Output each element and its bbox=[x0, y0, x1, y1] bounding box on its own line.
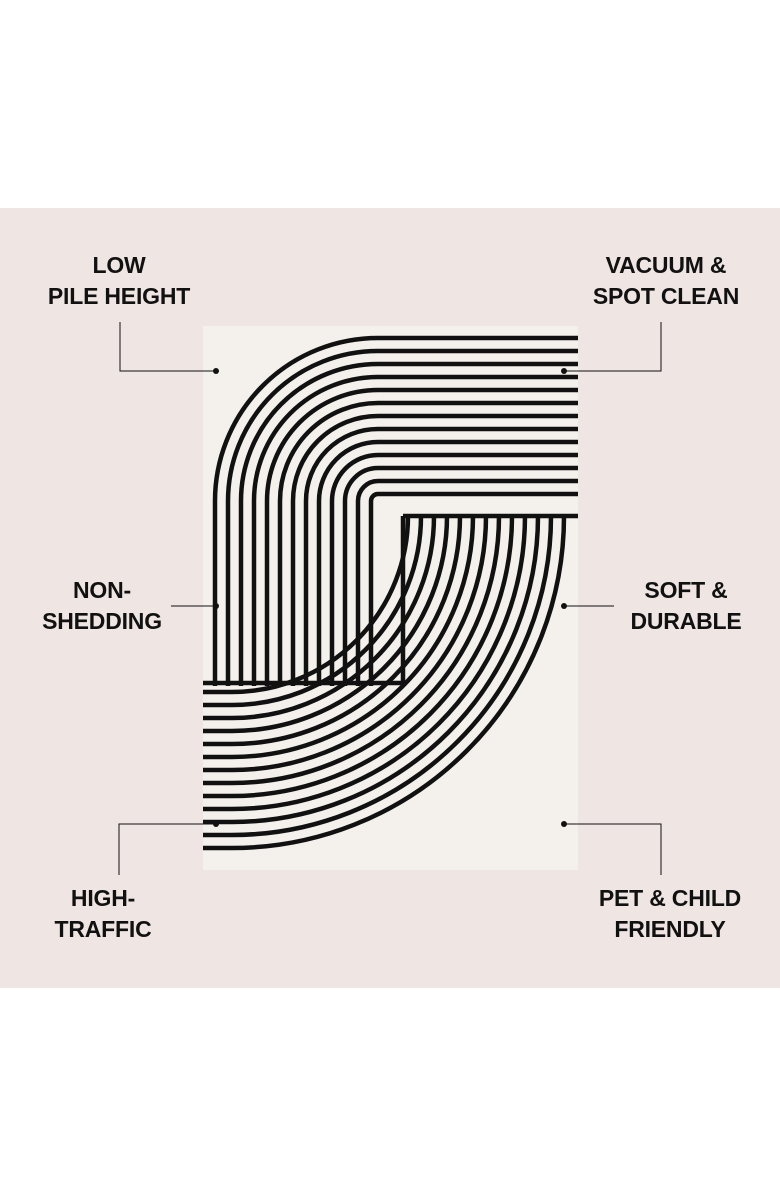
rug-stripe bbox=[203, 515, 541, 825]
feature-label-line: SOFT & bbox=[644, 577, 728, 603]
feature-label-line: HIGH- bbox=[70, 885, 136, 911]
rug-stripe bbox=[203, 515, 528, 812]
feature-label-line: NON- bbox=[73, 577, 131, 603]
rug-stripe bbox=[303, 426, 578, 686]
feature-label-vacuum-spot-clean: VACUUM & SPOT CLEAN bbox=[586, 250, 746, 312]
feature-label-line: PILE HEIGHT bbox=[47, 283, 191, 309]
feature-label-pet-child-friendly: PET & CHILD FRIENDLY bbox=[590, 883, 750, 945]
rug-stripe bbox=[290, 413, 578, 686]
rug-stripe bbox=[342, 465, 578, 686]
rug-stripe bbox=[203, 515, 515, 799]
feature-label-line: VACUUM & bbox=[605, 252, 727, 278]
feature-label-soft-durable: SOFT & DURABLE bbox=[622, 575, 750, 637]
feature-label-line: TRAFFIC bbox=[54, 916, 152, 942]
feature-label-line: PET & CHILD bbox=[598, 885, 742, 911]
rug-stripe-pattern bbox=[203, 335, 578, 851]
feature-label-line: SHEDDING bbox=[42, 608, 162, 634]
feature-label-line: FRIENDLY bbox=[614, 916, 726, 942]
rug-stripe bbox=[225, 348, 578, 686]
rug-stripe bbox=[203, 515, 502, 786]
rug-stripe bbox=[264, 387, 578, 686]
rug-stripe bbox=[203, 515, 567, 851]
rug-stripe bbox=[212, 335, 578, 686]
feature-label-line: SPOT CLEAN bbox=[592, 283, 740, 309]
feature-label-low-pile-height: LOW PILE HEIGHT bbox=[34, 250, 204, 312]
rug-stripe bbox=[329, 452, 578, 686]
rug-stripe bbox=[355, 478, 578, 686]
rug-stripe bbox=[203, 515, 489, 773]
feature-label-high-traffic: HIGH- TRAFFIC bbox=[44, 883, 162, 945]
rug-stripe bbox=[277, 400, 578, 686]
rug-stripe bbox=[203, 515, 554, 838]
rug-stripe bbox=[368, 491, 578, 686]
rug-image bbox=[203, 326, 578, 870]
rug-stripe bbox=[203, 515, 476, 760]
feature-label-line: LOW bbox=[92, 252, 146, 278]
rug-stripe bbox=[238, 361, 578, 686]
rug-stripe bbox=[316, 439, 578, 686]
rug-stripe bbox=[203, 515, 437, 721]
rug-stripe bbox=[251, 374, 578, 686]
feature-label-line: DURABLE bbox=[630, 608, 742, 634]
rug-stripe bbox=[203, 515, 424, 708]
feature-label-non-shedding: NON- SHEDDING bbox=[34, 575, 170, 637]
rug-stripe bbox=[203, 515, 450, 734]
